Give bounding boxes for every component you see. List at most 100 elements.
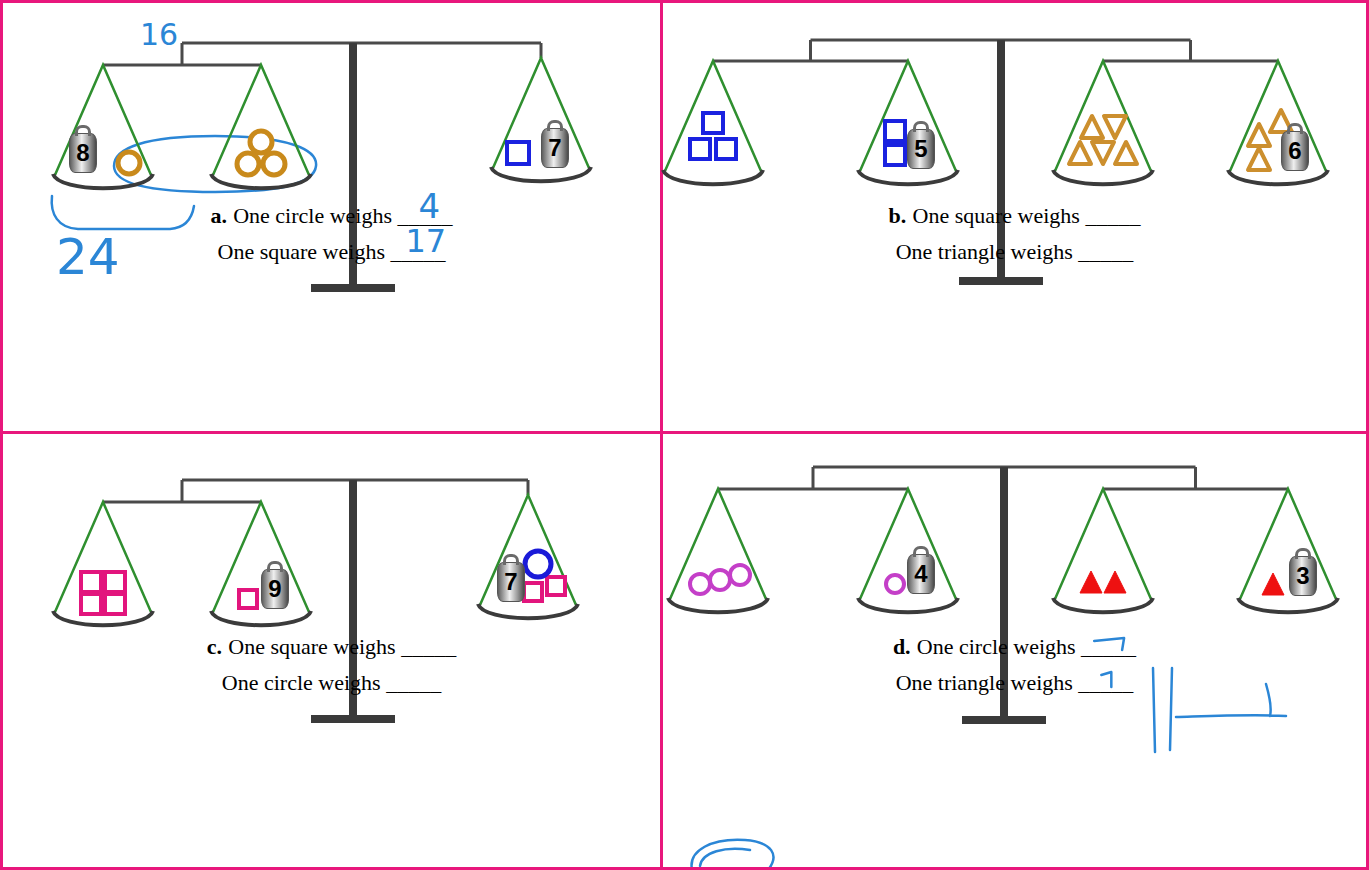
hanger-rod [1189,40,1192,61]
weight-number: 4 [914,562,927,586]
pan-cord [1240,489,1336,599]
pan-cord [213,502,309,612]
pan-cord [665,61,761,171]
weight-number: 5 [914,137,927,161]
scale-pan [478,495,578,618]
question-text: One circle weighs _____ [233,203,452,228]
square-shape [885,121,905,141]
scale-pan [53,502,153,625]
balance-base [959,277,1043,285]
problem-panel: 43d.One circle weighs _____One triangle … [660,431,1369,870]
problem-panel: 97c.One square weighs _____One circle we… [0,431,663,870]
question-line: One square weighs _____ [3,239,660,265]
square-shape [716,139,736,159]
problem-panel: 87a.One circle weighs _____One square we… [0,0,663,434]
circle-shape [118,152,140,174]
scale-pan [858,489,958,612]
square-shape [105,594,125,614]
scale-pan [211,65,311,188]
question-text: One circle weighs _____ [917,634,1136,659]
question-text: One circle weighs _____ [222,670,441,695]
square-shape [524,583,542,601]
square-shape [239,590,257,608]
hanger-rod [812,467,815,489]
triangle-shape [1248,148,1270,170]
pan-cord [493,58,589,168]
scale-pan [1053,489,1153,612]
weight-number: 7 [504,570,517,594]
scale-pan [491,58,591,181]
pan-bowl [668,598,768,612]
pan-bowl [1053,598,1153,612]
balance-beam [182,42,541,45]
weight-block: 6 [1281,131,1309,171]
handwritten-scribble [692,840,774,870]
weight-block: 5 [907,129,935,169]
circle-shape [886,575,904,593]
weight-block: 7 [541,128,569,168]
square-shape [81,572,101,592]
square-shape [885,145,905,165]
pan-bowl [211,611,311,625]
hanger-bar [718,488,908,491]
pan-cord [1230,61,1326,171]
circle-shape [263,153,285,175]
problem-panel: 5 6 b.One square weighs _____ One triangle … [660,0,1369,434]
pan-bowl [53,174,153,188]
hanger-bar [1103,60,1278,63]
triangle-shape [1069,142,1091,164]
square-shape [105,572,125,592]
circle-shape [525,551,551,577]
handwritten-bracket [52,196,194,229]
pan-cord [860,61,956,171]
pan-cord [55,65,151,175]
circle-shape [730,565,750,585]
pan-bowl [211,174,311,188]
weight-block: 9 [261,569,289,609]
triangle-shape [1092,142,1114,164]
square-shape [81,594,101,614]
hanger-bar [103,64,261,67]
weight-number: 9 [268,577,281,601]
weight-number: 8 [76,141,89,165]
square-shape [507,142,529,164]
pan-bowl [663,170,763,184]
hanger-bar [713,60,908,63]
balance-base [311,715,395,723]
problem-letter: c. [207,634,222,659]
question-line: One triangle weighs _____ [663,670,1366,696]
question-text: One square weighs _____ [913,203,1141,228]
question-line: One circle weighs _____ [3,670,660,696]
triangle-shape [1104,571,1126,593]
handwritten-bracket [1153,668,1286,752]
scale-pan [211,502,311,625]
scale-pan [858,61,958,184]
weight-number: 7 [548,136,561,160]
weight-block: 4 [907,554,935,594]
triangle-shape [1248,124,1270,146]
balance-base [962,716,1046,724]
triangle-shape [1104,116,1126,138]
question-text: One triangle weighs _____ [896,670,1134,695]
hanger-rod [181,480,184,502]
question-line: One triangle weighs _____ [663,239,1366,265]
scale-pan [1238,489,1338,612]
triangle-shape [1262,573,1284,595]
circle-shape [710,570,730,590]
square-shape [690,139,710,159]
problem-letter: b. [889,203,907,228]
circle-shape [250,131,272,153]
pan-cord [1055,489,1151,599]
pan-bowl [1053,170,1153,184]
pan-cord [860,489,956,599]
weight-block: 8 [69,133,97,173]
pan-cord [1055,61,1151,171]
question-line: b.One square weighs _____ [663,203,1366,229]
circle-shape [690,574,710,594]
triangle-shape [1080,571,1102,593]
hanger-bar [1103,488,1288,491]
hanger-rod [809,40,812,61]
